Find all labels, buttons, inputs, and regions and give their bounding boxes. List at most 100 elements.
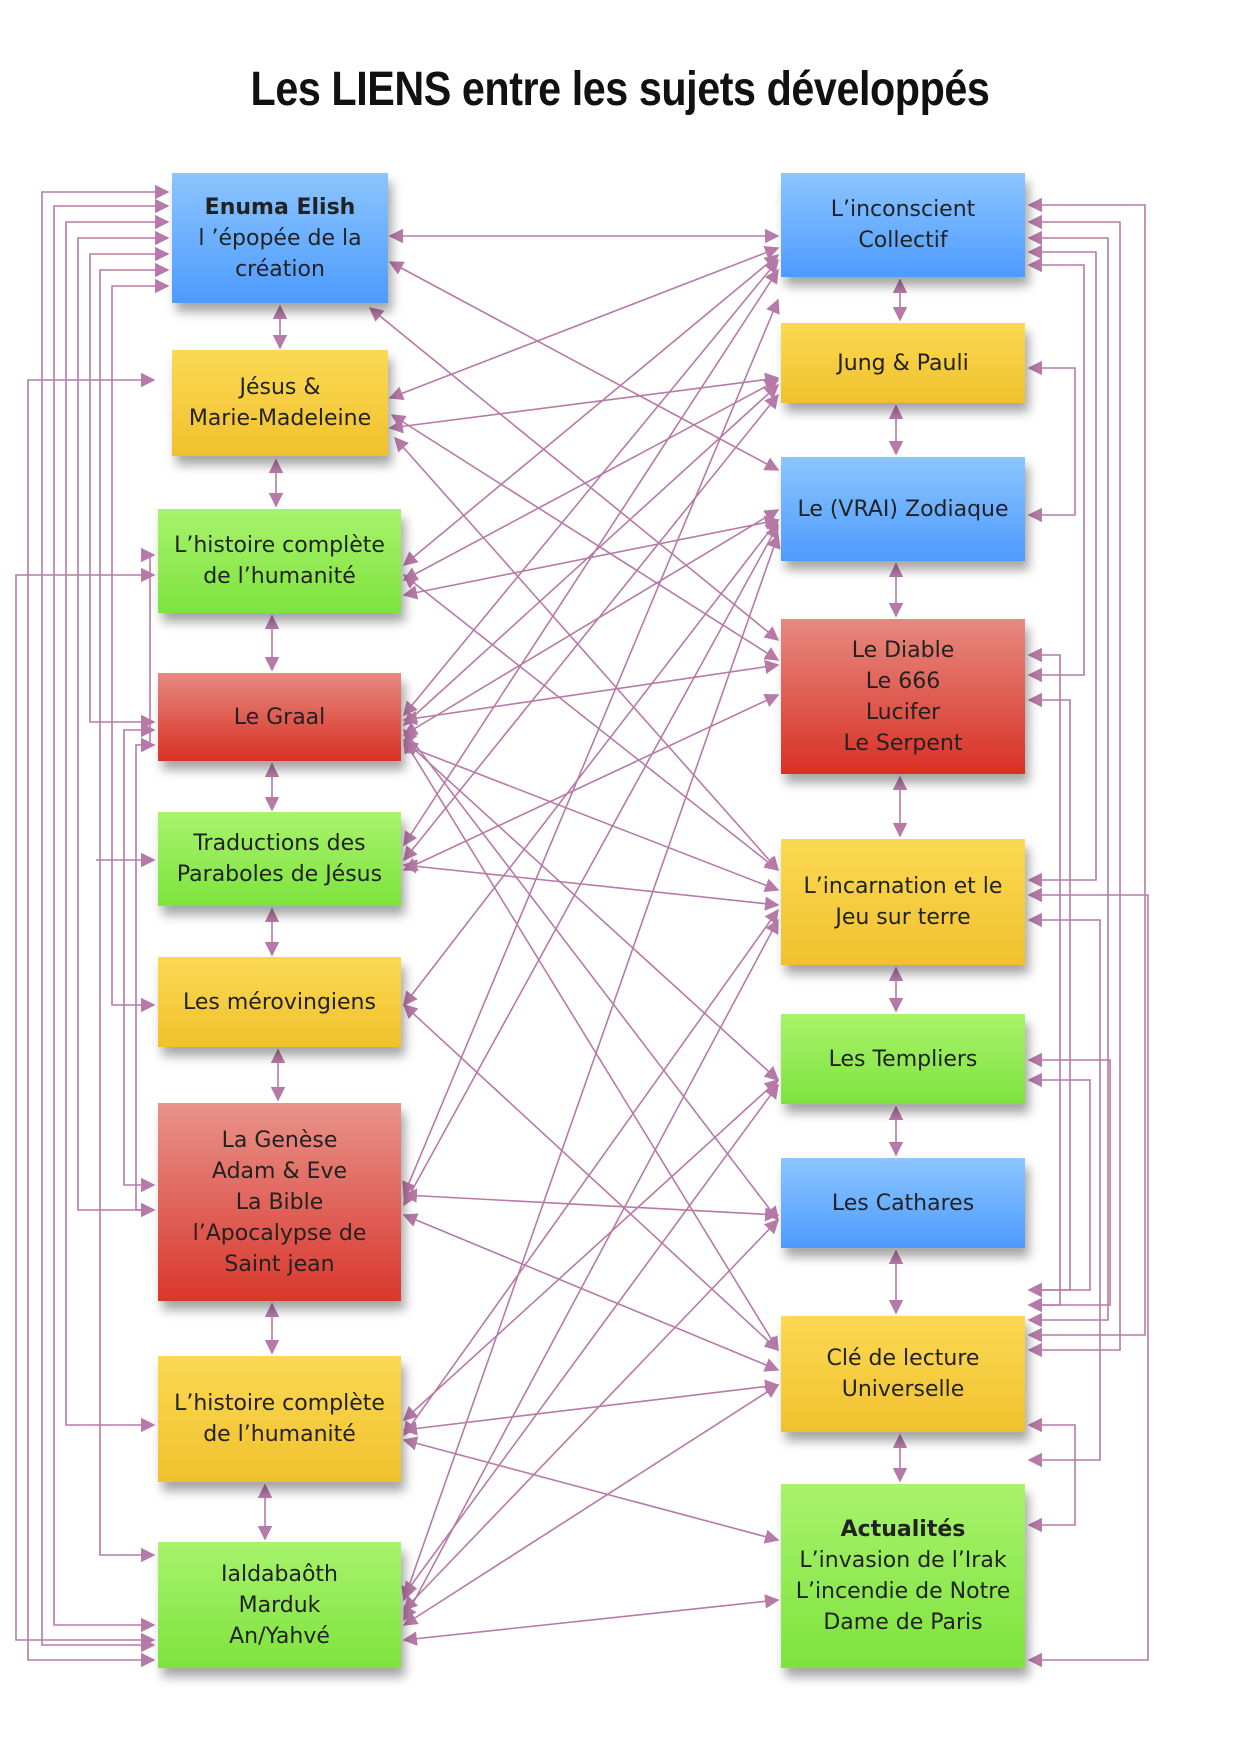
link-line xyxy=(402,859,780,911)
chain-links xyxy=(257,278,908,1541)
node-line: Dame de Paris xyxy=(823,1610,983,1635)
node-line: Les Cathares xyxy=(831,1190,975,1216)
link-line xyxy=(1027,230,1109,1328)
link-line xyxy=(123,722,156,1193)
node-jung[interactable]: Jung & Pauli xyxy=(781,323,1025,403)
node-line: Le 666 xyxy=(865,668,941,694)
link-line xyxy=(403,258,779,717)
node-incarnation[interactable]: L’incarnation et le Jeu sur terre xyxy=(781,839,1025,965)
link-line xyxy=(402,1436,780,1544)
node-line: Le Graal xyxy=(233,704,326,730)
node-line: de l’humanité xyxy=(203,1422,356,1447)
link-line xyxy=(111,278,170,1013)
node-line: Traductions des xyxy=(193,831,366,856)
node-histoire-2[interactable]: L’histoire complète de l’humanité xyxy=(158,1356,401,1482)
link-line xyxy=(77,230,170,1218)
node-line: Adam & Eve xyxy=(211,1158,348,1184)
link-line xyxy=(402,693,780,872)
link-line xyxy=(1027,887,1149,1668)
link-line xyxy=(1027,912,1101,1468)
diagram-title: Les LIENS entre les sujets développés xyxy=(250,63,990,116)
node-line: L’inconscient xyxy=(830,197,976,222)
link-line xyxy=(1027,360,1076,523)
link-line xyxy=(402,298,780,1197)
node-line: An/Yahvé xyxy=(229,1623,330,1649)
node-line: création xyxy=(235,256,325,282)
node-line: Collectif xyxy=(858,228,948,253)
node-cathares[interactable]: Les Cathares xyxy=(781,1158,1025,1248)
node-line: L’incarnation et le xyxy=(803,874,1003,899)
link-line xyxy=(403,728,779,1222)
link-line xyxy=(1027,257,1085,683)
node-line: L’histoire complète xyxy=(174,1391,385,1416)
link-line xyxy=(401,533,781,1602)
link-line xyxy=(403,738,779,1352)
link-line xyxy=(388,372,780,434)
link-line xyxy=(402,1004,780,1351)
node-merovingiens[interactable]: Les mérovingiens xyxy=(158,957,401,1047)
link-line xyxy=(65,214,170,1433)
link-line xyxy=(394,436,779,872)
node-enuma[interactable]: Enuma Elish l ’épopée de la création xyxy=(172,173,388,303)
link-line xyxy=(402,1079,780,1421)
node-line: Jung & Pauli xyxy=(837,350,969,376)
link-line xyxy=(402,1594,780,1646)
link-line xyxy=(402,742,780,893)
link-line xyxy=(135,737,156,1218)
node-line: Saint jean xyxy=(224,1251,335,1277)
link-line xyxy=(1027,692,1071,1298)
node-zodiaque[interactable]: Le (VRAI) Zodiaque xyxy=(781,457,1025,561)
node-line: Le Serpent xyxy=(843,730,963,756)
link-line xyxy=(1027,244,1097,888)
link-line xyxy=(1027,214,1121,1358)
link-line xyxy=(402,1188,780,1222)
node-jesus[interactable]: Jésus &Marie-Madeleine xyxy=(172,350,388,456)
link-line xyxy=(141,547,156,753)
node-line: Les mérovingiens xyxy=(183,989,376,1015)
node-line: Les Templiers xyxy=(828,1046,978,1072)
link-line xyxy=(89,246,170,730)
link-line xyxy=(41,184,170,1653)
link-line xyxy=(402,1213,780,1372)
node-line: L’histoire complète xyxy=(174,533,385,558)
link-line xyxy=(403,918,779,1622)
link-line xyxy=(1027,197,1146,1343)
link-line xyxy=(388,245,780,401)
node-line: La Bible xyxy=(235,1189,324,1215)
link-line xyxy=(402,509,780,736)
node-templiers[interactable]: Les Templiers xyxy=(781,1014,1025,1104)
node-line: Marduk xyxy=(238,1592,321,1618)
node-line: Actualités xyxy=(840,1517,966,1542)
link-line xyxy=(15,567,156,1648)
link-line xyxy=(403,268,779,847)
node-line: Paraboles de Jésus xyxy=(176,862,383,887)
link-line xyxy=(1027,647,1061,1313)
node-line: Ialdabaôth xyxy=(220,1561,338,1587)
node-line: Marie-Madeleine xyxy=(188,406,372,431)
node-graal[interactable]: Le Graal xyxy=(158,673,401,761)
node-line: l ’épopée de la xyxy=(198,225,362,251)
node-line: Lucifer xyxy=(865,699,941,725)
node-line: Clé de lecture xyxy=(826,1346,980,1371)
link-line xyxy=(402,1379,780,1436)
link-line xyxy=(99,262,170,1563)
link-line xyxy=(1027,1052,1111,1313)
cross-links xyxy=(368,228,781,1646)
node-line: Enuma Elish xyxy=(204,194,356,220)
node-line: Jeu sur terre xyxy=(835,905,971,930)
bus-links xyxy=(15,184,1149,1668)
node-line: La Genèse xyxy=(221,1127,338,1153)
node-line: l’Apocalypse de xyxy=(192,1220,367,1246)
link-line xyxy=(403,1218,779,1612)
node-line: L’incendie de Notre xyxy=(795,1579,1011,1604)
node-line: Le (VRAI) Zodiaque xyxy=(797,496,1009,522)
